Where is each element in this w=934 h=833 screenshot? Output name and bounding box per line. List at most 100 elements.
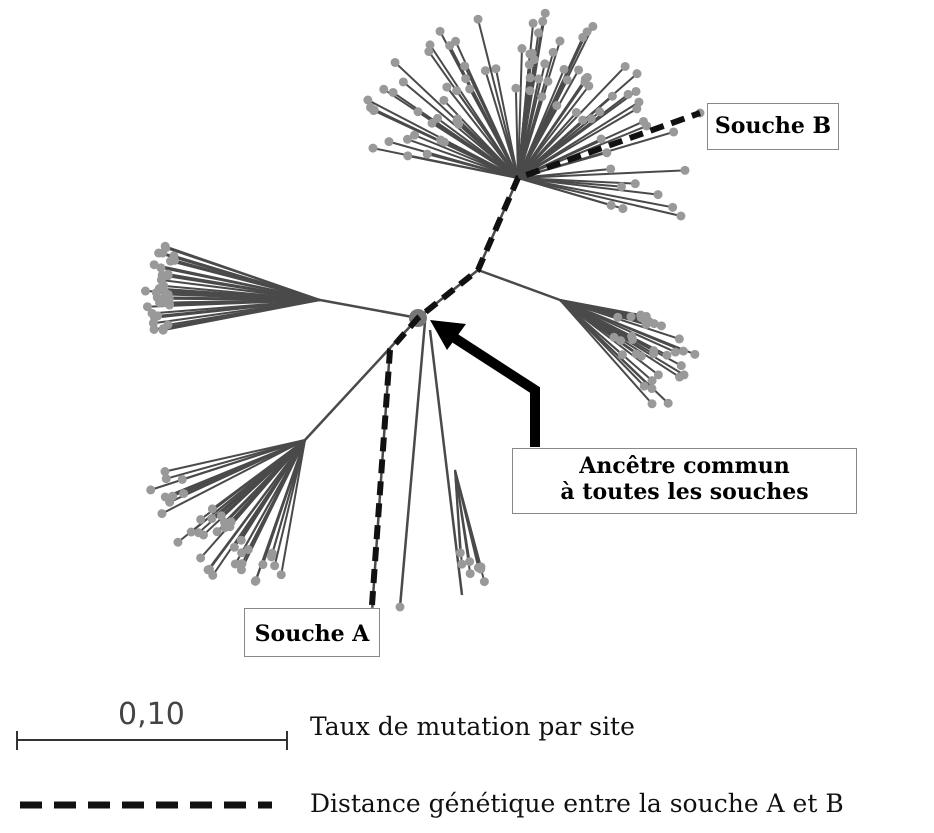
leaf-node bbox=[588, 21, 598, 31]
leaf-node bbox=[410, 130, 420, 140]
leaf-node bbox=[442, 82, 452, 92]
leaf-node bbox=[479, 577, 489, 587]
branch bbox=[517, 65, 626, 179]
leaf-node bbox=[435, 26, 445, 36]
leaf-node bbox=[680, 165, 690, 175]
branch bbox=[174, 259, 321, 301]
leaf-node bbox=[586, 114, 596, 124]
leaf-node bbox=[395, 602, 405, 612]
leaf-node bbox=[369, 106, 379, 116]
leaf-node bbox=[160, 467, 170, 477]
branch bbox=[559, 299, 653, 405]
leaf-node bbox=[208, 570, 218, 580]
leaf-node bbox=[632, 69, 642, 79]
branch bbox=[164, 439, 306, 473]
leaf-node bbox=[630, 179, 640, 189]
leaf-node bbox=[439, 95, 449, 105]
branch bbox=[151, 299, 321, 315]
leaf-node bbox=[678, 346, 688, 356]
leaf-node bbox=[230, 559, 240, 569]
scale-value: 0,10 bbox=[118, 697, 185, 732]
leaf-node bbox=[258, 560, 268, 570]
branch bbox=[161, 439, 306, 515]
branch bbox=[477, 18, 519, 179]
leaf-node bbox=[207, 514, 217, 524]
leaf-node bbox=[606, 164, 616, 174]
leaf-node bbox=[147, 308, 157, 318]
leaf-node bbox=[186, 527, 196, 537]
leaf-node bbox=[454, 119, 464, 129]
arrow-shaft bbox=[447, 330, 540, 447]
branch bbox=[172, 439, 306, 498]
leaf-node bbox=[146, 485, 156, 495]
leaf-node bbox=[559, 64, 569, 74]
branch bbox=[517, 177, 659, 196]
branch bbox=[160, 266, 321, 301]
leaf-node bbox=[170, 255, 180, 265]
leaf-node bbox=[179, 489, 189, 499]
leaf-node bbox=[537, 92, 547, 102]
leaf-node bbox=[616, 336, 626, 346]
leaf-node bbox=[476, 564, 486, 574]
leaf-node bbox=[647, 399, 657, 409]
branch bbox=[230, 439, 306, 523]
leaf-node bbox=[528, 18, 538, 28]
leaf-node bbox=[243, 545, 253, 555]
leaf-node bbox=[676, 211, 686, 221]
leaf-node bbox=[267, 548, 277, 558]
leaf-node bbox=[616, 182, 626, 192]
branch bbox=[517, 177, 624, 210]
branch bbox=[517, 177, 636, 185]
dashed-path-a-b bbox=[369, 110, 702, 606]
leaf-node bbox=[653, 190, 663, 200]
leaf-node bbox=[403, 151, 413, 161]
leaf-node bbox=[163, 320, 173, 330]
ancestor-label-line1: Ancêtre commun bbox=[579, 453, 790, 479]
leaf-node bbox=[276, 570, 286, 580]
leaf-node bbox=[229, 542, 239, 552]
leaf-node bbox=[491, 64, 501, 74]
branch bbox=[304, 347, 391, 441]
leaf-node bbox=[642, 317, 652, 327]
leaf-node bbox=[398, 77, 408, 87]
leaf-node bbox=[543, 76, 553, 86]
branch bbox=[517, 90, 637, 179]
leaf-node bbox=[511, 83, 521, 93]
leaf-node bbox=[548, 47, 558, 57]
leaf-node bbox=[525, 73, 535, 83]
leaf-node bbox=[461, 74, 471, 84]
branch bbox=[398, 321, 427, 608]
branch bbox=[517, 85, 590, 179]
branch bbox=[443, 99, 519, 179]
branch bbox=[388, 140, 519, 179]
leaf-node bbox=[161, 474, 171, 484]
leaf-node bbox=[649, 346, 659, 356]
branch bbox=[559, 299, 653, 382]
leaf-node bbox=[620, 61, 630, 71]
branch bbox=[517, 48, 523, 179]
ancestor-label: Ancêtre commun à toutes les souches bbox=[512, 448, 857, 514]
leaf-node bbox=[452, 86, 462, 96]
branch bbox=[383, 88, 519, 179]
leaf-node bbox=[160, 492, 170, 502]
leaf-node bbox=[212, 527, 222, 537]
branch bbox=[319, 298, 419, 320]
leaf-node bbox=[639, 381, 649, 391]
leaf-node bbox=[196, 514, 206, 524]
branch bbox=[517, 120, 644, 179]
leaf-node bbox=[626, 312, 636, 322]
branch bbox=[517, 69, 565, 179]
leaf-node bbox=[668, 202, 678, 212]
leaf-node bbox=[623, 89, 633, 99]
leaf-node bbox=[163, 269, 173, 279]
souche-a-label: Souche A bbox=[244, 608, 380, 657]
leaf-node bbox=[156, 263, 166, 273]
leaf-node bbox=[525, 86, 535, 96]
leaf-node bbox=[634, 97, 644, 107]
branch bbox=[241, 439, 306, 565]
branch bbox=[181, 439, 306, 481]
leaf-node bbox=[613, 312, 623, 322]
leaf-node bbox=[647, 376, 657, 386]
leaf-node bbox=[656, 321, 666, 331]
dashed-legend-text: Distance génétique entre la souche A et … bbox=[310, 789, 844, 818]
